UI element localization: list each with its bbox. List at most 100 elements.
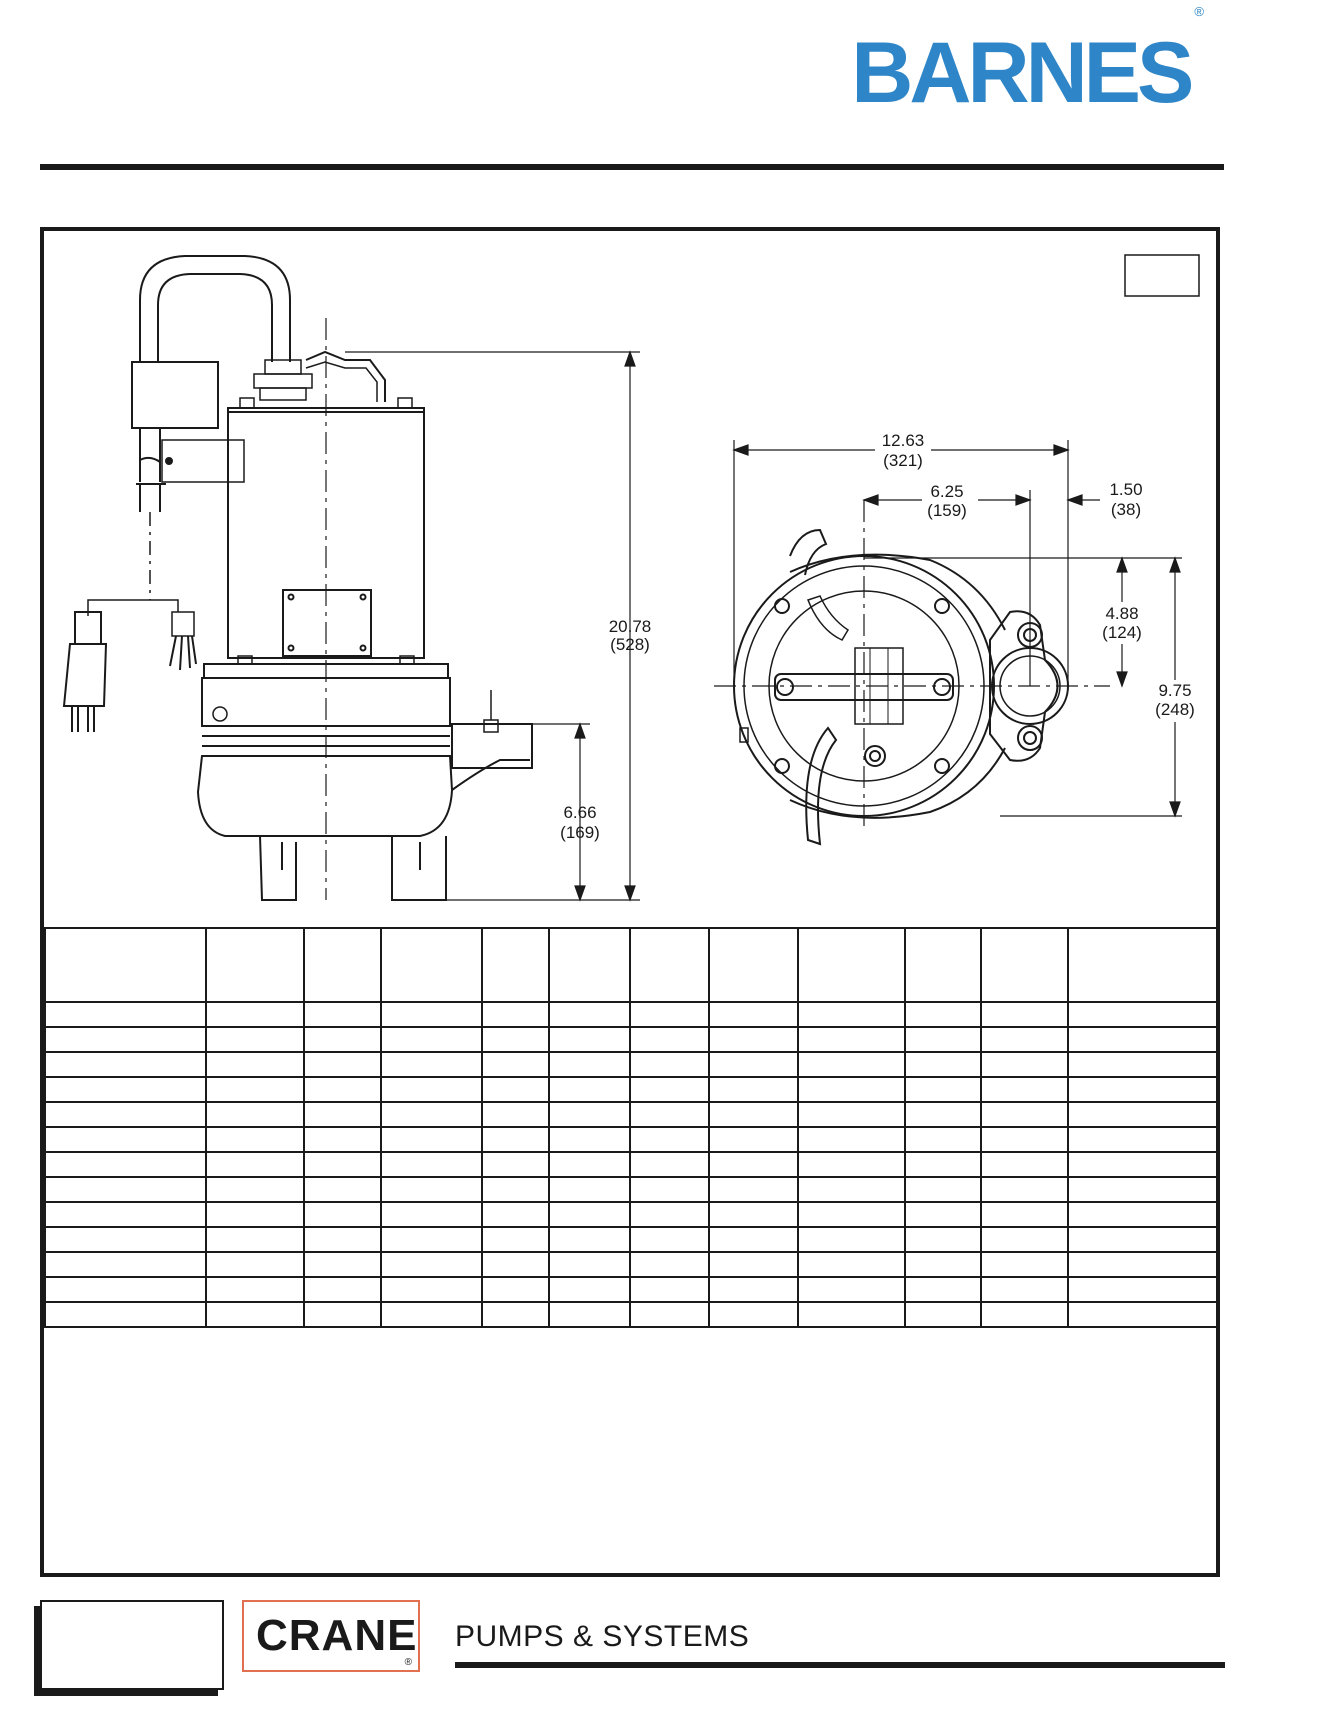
table-cell — [303, 1176, 382, 1203]
table-cell — [205, 1026, 305, 1053]
table-cell — [44, 1051, 207, 1078]
pump-side-view — [62, 255, 533, 901]
table-cell — [797, 1101, 906, 1128]
table-cell — [980, 1126, 1069, 1153]
table-cell — [481, 1226, 550, 1253]
table-row — [44, 1251, 1218, 1278]
table-cell — [708, 1051, 799, 1078]
table-cell — [629, 1151, 710, 1178]
table-cell — [1067, 927, 1218, 1003]
table-cell — [980, 1026, 1069, 1053]
table-cell — [1067, 1101, 1218, 1128]
table-cell — [980, 1176, 1069, 1203]
table-cell — [629, 1101, 710, 1128]
footer-rule — [455, 1662, 1225, 1668]
table-cell — [1067, 1051, 1218, 1078]
table-cell — [1067, 1251, 1218, 1278]
table-cell — [797, 1076, 906, 1103]
table-cell — [548, 1051, 631, 1078]
table-cell — [380, 1151, 483, 1178]
table-cell — [205, 1226, 305, 1253]
table-row — [44, 1126, 1218, 1153]
table-cell — [548, 1276, 631, 1303]
table-cell — [1067, 1226, 1218, 1253]
footer-tagline: PUMPS & SYSTEMS — [455, 1620, 750, 1653]
table-cell — [303, 1001, 382, 1028]
table-cell — [1067, 1076, 1218, 1103]
table-row — [44, 1101, 1218, 1128]
table-cell — [904, 1001, 982, 1028]
revision-box — [1124, 254, 1200, 297]
table-cell — [904, 1201, 982, 1228]
table-cell — [481, 1176, 550, 1203]
table-cell — [380, 1226, 483, 1253]
table-cell — [481, 1026, 550, 1053]
table-cell — [629, 1176, 710, 1203]
table-cell — [708, 1276, 799, 1303]
table-row — [44, 1276, 1218, 1303]
table-cell — [205, 927, 305, 1003]
table-cell — [548, 1226, 631, 1253]
pump-top-view — [714, 500, 1110, 846]
table-cell — [629, 1201, 710, 1228]
table-cell — [797, 1201, 906, 1228]
table-cell — [1067, 1276, 1218, 1303]
table-cell — [44, 1076, 207, 1103]
table-cell — [44, 927, 207, 1003]
table-cell — [205, 1201, 305, 1228]
drawing-frame — [40, 227, 1220, 1577]
table-cell — [797, 1151, 906, 1178]
table-cell — [1067, 1151, 1218, 1178]
table-row — [44, 1301, 1218, 1328]
table-cell — [548, 1076, 631, 1103]
table-cell — [980, 1301, 1069, 1328]
table-cell — [205, 1101, 305, 1128]
table-cell — [303, 1276, 382, 1303]
table-cell — [1067, 1126, 1218, 1153]
dim-discharge-height-in: 6.66 — [563, 803, 596, 822]
table-cell — [629, 1001, 710, 1028]
table-cell — [205, 1126, 305, 1153]
dim-center-to-flange-in: 4.88 — [1105, 604, 1138, 623]
table-cell — [1067, 1301, 1218, 1328]
table-cell — [548, 1301, 631, 1328]
table-cell — [548, 1101, 631, 1128]
table-cell — [380, 1276, 483, 1303]
table-cell — [629, 1076, 710, 1103]
table-cell — [548, 1251, 631, 1278]
table-cell — [205, 1251, 305, 1278]
table-cell — [44, 1001, 207, 1028]
table-row — [44, 1051, 1218, 1078]
table-cell — [980, 1151, 1069, 1178]
table-cell — [797, 1276, 906, 1303]
table-row — [44, 1026, 1218, 1053]
table-cell — [629, 927, 710, 1003]
table-cell — [708, 1101, 799, 1128]
table-cell — [980, 1051, 1069, 1078]
table-cell — [548, 1201, 631, 1228]
dim-center-to-discharge-mm: (159) — [927, 501, 967, 520]
table-cell — [303, 1026, 382, 1053]
table-cell — [708, 1026, 799, 1053]
table-cell — [205, 1076, 305, 1103]
table-cell — [980, 1226, 1069, 1253]
table-cell — [481, 927, 550, 1003]
table-cell — [797, 1051, 906, 1078]
table-cell — [708, 1076, 799, 1103]
side-dimension-lines — [345, 350, 640, 902]
table-cell — [797, 927, 906, 1003]
table-cell — [44, 1176, 207, 1203]
table-cell — [980, 1201, 1069, 1228]
table-cell — [548, 1026, 631, 1053]
crane-wordmark: CRANE — [256, 1611, 418, 1660]
dim-center-to-discharge-in: 6.25 — [930, 482, 963, 501]
table-cell — [380, 1026, 483, 1053]
table-cell — [303, 1076, 382, 1103]
dim-overall-depth-in: 9.75 — [1158, 681, 1191, 700]
table-cell — [481, 1101, 550, 1128]
table-cell — [205, 1176, 305, 1203]
table-cell — [380, 1251, 483, 1278]
table-cell — [380, 1176, 483, 1203]
table-cell — [904, 1151, 982, 1178]
table-cell — [980, 1001, 1069, 1028]
